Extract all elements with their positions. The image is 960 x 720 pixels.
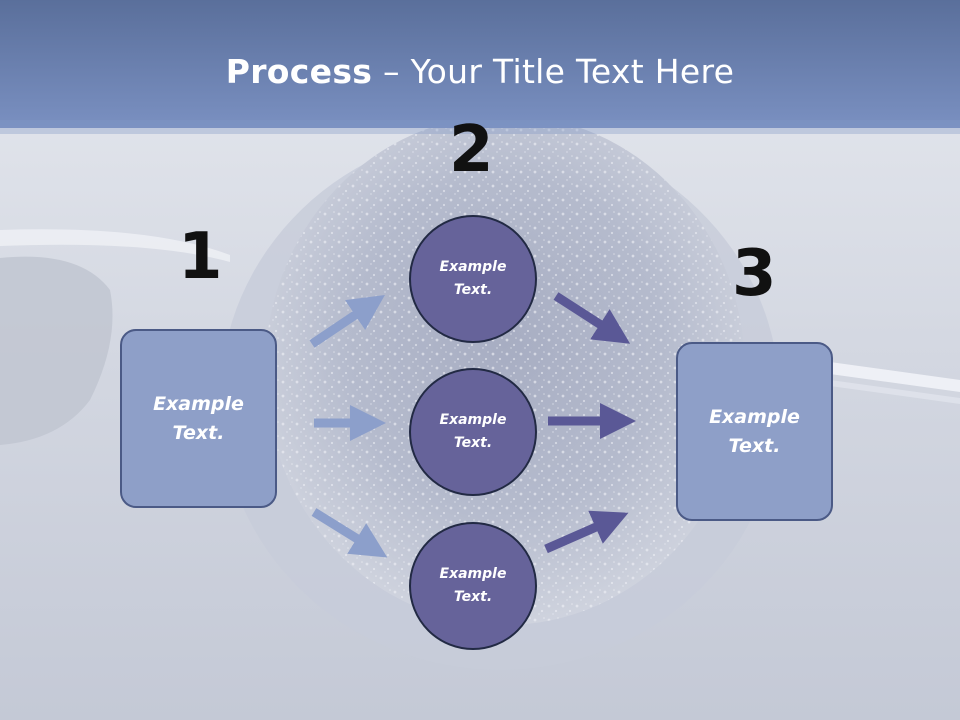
step-2-circle-top-text: Example Text. [439,259,507,298]
step-2-number: 2 [449,113,494,187]
step-2-circle-bottom: Example Text. [409,522,537,650]
step-3-number: 3 [732,237,777,311]
step-1-number: 1 [178,220,223,294]
step-2-circle-middle-text: Example Text. [439,412,507,451]
step-1-text: Example Text. [153,392,244,444]
slide-title: Process – Your Title Text Here [0,52,960,91]
step-3-text: Example Text. [709,405,800,457]
step-3-box: Example Text. [676,342,833,521]
arrow-2-to-3-bottom [544,510,629,554]
title-rest: – Your Title Text Here [372,52,735,91]
step-2-circle-top: Example Text. [409,215,537,343]
step-2-circle-middle: Example Text. [409,368,537,496]
step-1-box: Example Text. [120,329,277,508]
arrow-1-to-2-top [309,294,385,348]
step-2-circle-bottom-text: Example Text. [439,566,507,605]
arrow-1-to-2-bottom [311,508,388,558]
arrow-2-to-3-top [553,292,631,344]
title-bold: Process [225,52,373,91]
